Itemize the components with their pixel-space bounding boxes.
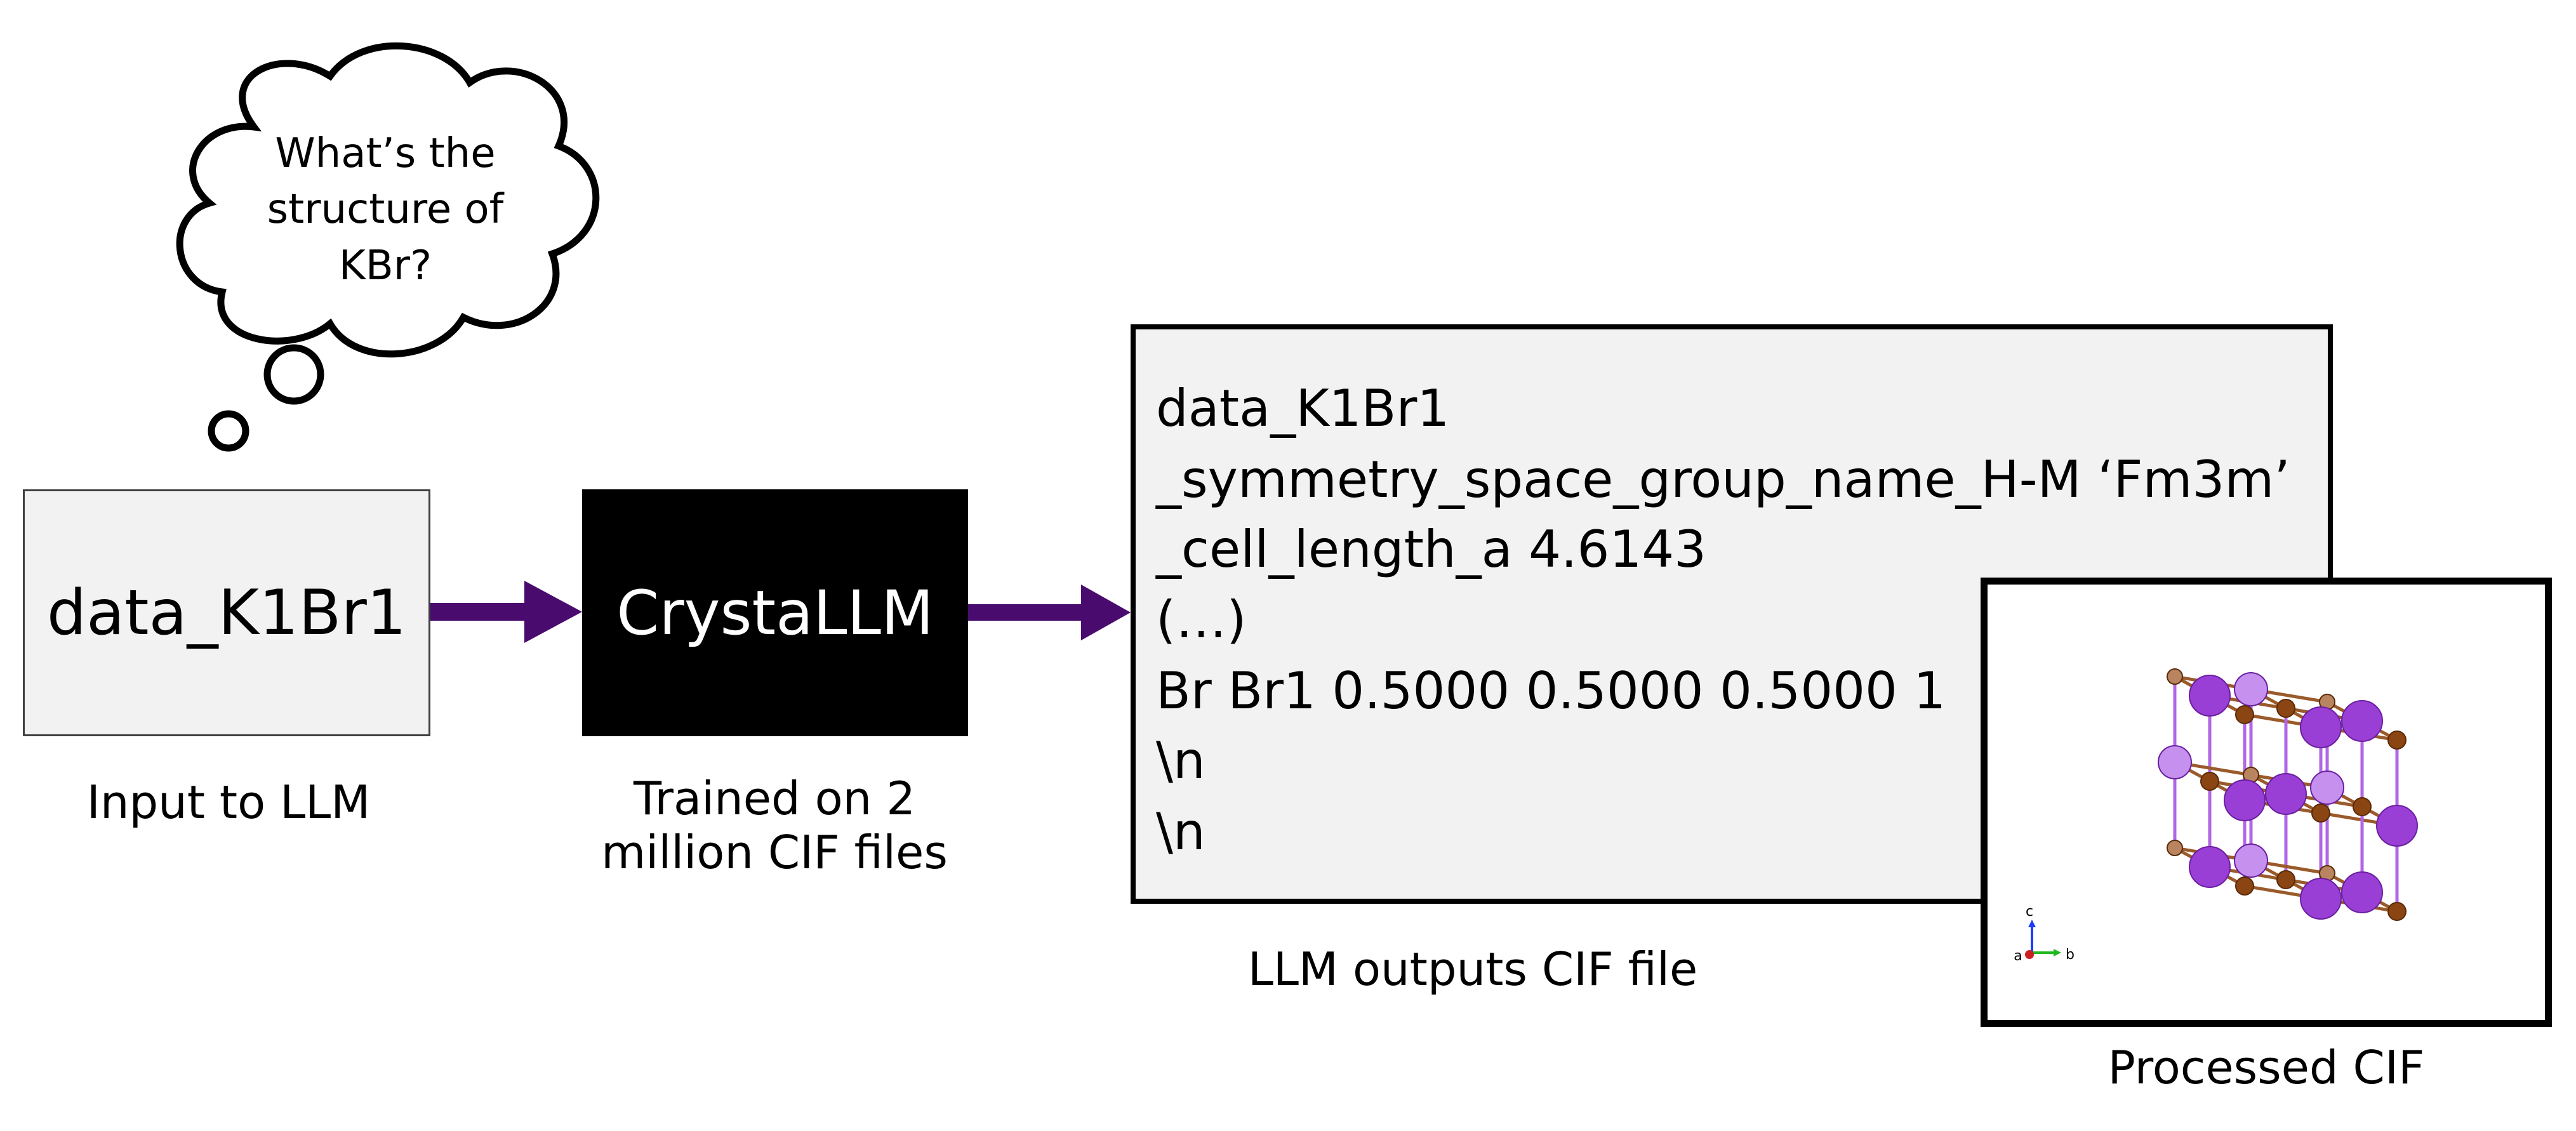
axis-triad: c a b <box>2014 904 2075 964</box>
potassium-atom <box>2189 675 2231 717</box>
bromine-atom <box>2276 699 2295 718</box>
cif-line-4: (…) <box>1156 590 1247 649</box>
bromine-atom <box>2167 668 2183 685</box>
processed-structure-box: c a b <box>1981 578 2552 1027</box>
potassium-atom <box>2341 871 2383 913</box>
bromine-atom <box>2200 772 2219 791</box>
output-caption: LLM outputs CIF file <box>1247 943 1698 996</box>
cif-line-2: _symmetry_space_group_name_H-M ‘Fm3m’ <box>1156 450 2290 509</box>
bromine-atom <box>2311 804 2330 823</box>
thought-cloud-outline <box>176 42 600 358</box>
bromine-atom <box>2387 731 2407 750</box>
arrow-model-to-output <box>968 585 1131 640</box>
cif-line-7: \n <box>1156 802 1205 861</box>
cif-line-6: \n <box>1156 731 1205 790</box>
cif-line-3: _cell_length_a 4.6143 <box>1156 520 1707 579</box>
thought-line-2: structure of <box>267 186 504 234</box>
bromine-atom <box>2353 797 2372 816</box>
potassium-atom <box>2234 672 2268 706</box>
axis-label-c: c <box>2026 904 2033 920</box>
cif-line-5: Br Br1 0.5000 0.5000 0.5000 1 <box>1156 661 1946 720</box>
bromine-atom <box>2235 705 2254 724</box>
model-caption: Trained on 2 million CIF files <box>571 772 978 880</box>
model-caption-line-2: million CIF files <box>601 825 948 879</box>
thought-text: What’s the structure of KBr? <box>225 126 545 294</box>
potassium-atom <box>2341 700 2383 742</box>
input-caption: Input to LLM <box>86 776 371 829</box>
potassium-atom <box>2265 773 2307 815</box>
potassium-atom <box>2224 779 2266 821</box>
arrow-input-to-model <box>430 581 582 643</box>
cif-line-1: data_K1Br1 <box>1156 379 1450 438</box>
model-caption-line-1: Trained on 2 <box>633 772 916 825</box>
axis-label-a: a <box>2014 948 2022 964</box>
crystal-structure-image: c a b <box>2014 668 2418 964</box>
processed-caption: Processed CIF <box>2108 1041 2425 1094</box>
potassium-atom <box>2189 846 2231 888</box>
axis-label-b: b <box>2066 947 2075 963</box>
input-text: data_K1Br1 <box>46 576 407 649</box>
bromine-atom <box>2167 840 2183 856</box>
potassium-atom <box>2300 878 2342 920</box>
model-name: CrystaLLM <box>616 577 934 649</box>
thought-bubble-dot-large <box>263 344 324 405</box>
thought-line-3: KBr? <box>338 242 432 289</box>
potassium-atom <box>2376 805 2418 847</box>
input-box: data_K1Br1 <box>23 489 430 736</box>
potassium-atom <box>2310 771 2344 805</box>
thought-cloud <box>176 42 600 358</box>
thought-line-1: What’s the <box>275 130 496 177</box>
model-box: CrystaLLM <box>582 489 968 736</box>
bromine-atom <box>2235 876 2254 896</box>
potassium-atom <box>2234 843 2268 878</box>
potassium-atom <box>2158 745 2192 779</box>
crystal-atoms <box>2158 668 2418 921</box>
bromine-atom <box>2387 902 2407 921</box>
potassium-atom <box>2300 706 2342 748</box>
thought-bubble-dot-small <box>208 410 249 452</box>
bromine-atom <box>2276 870 2295 889</box>
